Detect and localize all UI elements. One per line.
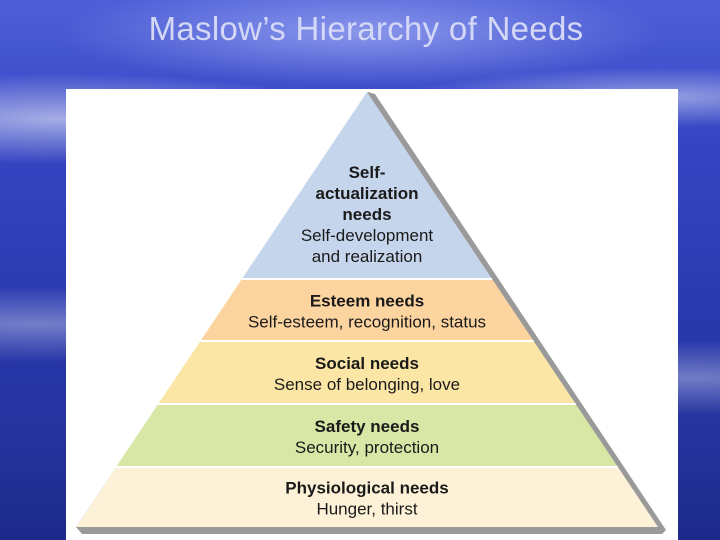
pyramid-level-2-band <box>200 279 534 341</box>
level-name-text: Self- <box>349 163 386 182</box>
pyramid-level-1-band <box>241 92 493 279</box>
level-description-text: and realization <box>312 247 423 266</box>
pyramid-level-5-band <box>76 467 658 527</box>
pyramid-level-3-band <box>158 341 576 404</box>
level-description-text: Hunger, thirst <box>316 500 417 519</box>
level-name-text: actualization <box>316 184 419 203</box>
level-description-text: Self-esteem, recognition, status <box>248 313 486 332</box>
level-name-text: needs <box>342 205 391 224</box>
level-description-text: Self-development <box>301 226 434 245</box>
level-description-text: Security, protection <box>295 438 439 457</box>
level-description-text: Sense of belonging, love <box>274 375 460 394</box>
level-name-text: Physiological needs <box>285 479 448 498</box>
level-name-text: Social needs <box>315 354 419 373</box>
level-name-text: Safety needs <box>315 417 420 436</box>
pyramid-level-4-band <box>116 404 618 467</box>
level-name-text: Esteem needs <box>310 292 424 311</box>
slide-title: Maslow’s Hierarchy of Needs <box>148 10 584 47</box>
